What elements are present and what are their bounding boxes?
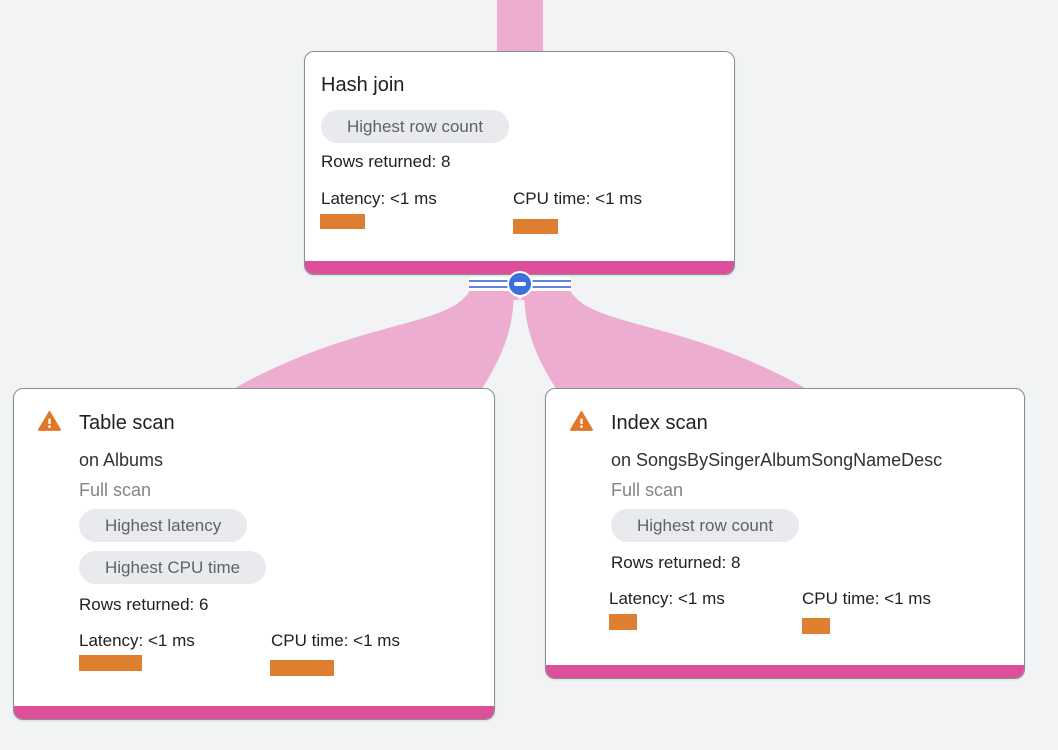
badge-highest-cpu-time: Highest CPU time <box>79 551 267 584</box>
badge-highest-row-count: Highest row count <box>321 110 510 143</box>
node-title: Hash join <box>321 74 405 96</box>
collapse-control <box>469 271 571 300</box>
node-title: Table scan <box>79 412 175 434</box>
warning-icon <box>570 411 593 431</box>
plan-node-hash-join[interactable]: Hash join Highest row count Rows returne… <box>304 51 735 275</box>
cpu-time-label: CPU time: <1 ms <box>513 189 642 208</box>
latency-label: Latency: <1 ms <box>79 631 195 650</box>
latency-bar <box>79 655 142 671</box>
latency-label: Latency: <1 ms <box>321 189 437 208</box>
latency-bar <box>320 214 365 229</box>
edge-parent-to-hash-join <box>497 0 543 53</box>
rows-returned-text: Rows returned: 8 <box>321 152 451 171</box>
rows-returned-text: Rows returned: 8 <box>611 553 741 572</box>
latency-bar <box>609 614 637 630</box>
minus-icon <box>514 282 526 286</box>
edge-hash-join-to-table-scan <box>228 292 514 392</box>
node-subtitle: on Albums <box>79 450 164 470</box>
cpu-time-bar <box>513 219 558 234</box>
cpu-time-label: CPU time: <1 ms <box>271 631 400 650</box>
cpu-time-bar <box>802 618 830 634</box>
badge-highest-row-count: Highest row count <box>611 509 800 542</box>
cpu-time-label: CPU time: <1 ms <box>802 589 931 608</box>
collapse-children-button[interactable] <box>507 271 533 297</box>
scan-type-text: Full scan <box>611 480 684 500</box>
node-title: Index scan <box>611 412 708 434</box>
node-accent-bar <box>14 706 494 719</box>
badge-highest-latency: Highest latency <box>79 509 248 542</box>
rows-returned-text: Rows returned: 6 <box>79 595 209 614</box>
latency-label: Latency: <1 ms <box>609 589 725 608</box>
edge-hash-join-to-index-scan <box>524 292 812 392</box>
warning-icon <box>38 411 61 431</box>
node-accent-bar <box>546 665 1024 678</box>
node-accent-bar <box>305 261 734 274</box>
plan-node-table-scan[interactable]: Table scan on Albums Full scan Highest l… <box>13 388 495 720</box>
plan-node-index-scan[interactable]: Index scan on SongsBySingerAlbumSongName… <box>545 388 1025 679</box>
scan-type-text: Full scan <box>79 480 152 500</box>
cpu-time-bar <box>270 660 334 676</box>
node-subtitle: on SongsBySingerAlbumSongNameDesc <box>611 450 943 470</box>
